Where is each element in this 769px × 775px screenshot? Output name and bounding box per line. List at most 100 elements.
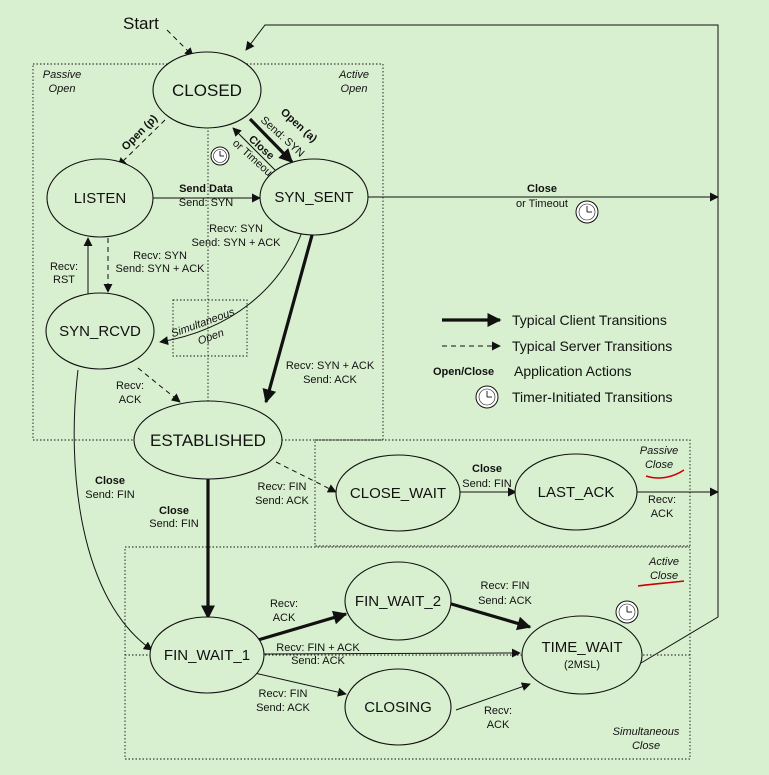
state-established-label: ESTABLISHED [150,431,266,450]
fw1-finack-label: Recv: FIN + ACK [276,642,360,654]
state-time-wait: TIME_WAIT (2MSL) [521,615,643,695]
open-p-label: Open (p) [120,112,161,153]
state-syn-sent: SYN_SENT [259,158,369,236]
active-close-label-2: Close [650,570,678,582]
active-open-label-2: Open [341,83,368,95]
state-listen: LISTEN [46,158,154,238]
state-syn-sent-label: SYN_SENT [274,189,353,206]
recv-syn-sub-label: Send: SYN + ACK [116,263,206,275]
est-close-label: Close [159,505,189,517]
passive-open-label-2: Open [49,83,76,95]
simultaneous-open-box [172,299,248,357]
state-fin-wait-1-label: FIN_WAIT_1 [164,647,250,664]
passive-close-underline [645,469,685,479]
simultaneous-close-label-2: Close [632,740,660,752]
fw1-ack-sub-label: ACK [273,612,296,624]
cw-close-sub-label: Send: FIN [462,478,512,490]
recv-rst-sub-label: RST [53,274,75,286]
passive-open-label-1: Passive [43,69,82,81]
timer-icon-closed [210,146,230,166]
state-close-wait-label: CLOSE_WAIT [350,485,446,502]
recv-synack-label: Recv: SYN + ACK [286,360,375,372]
established-to-close-wait-edge [275,461,337,493]
state-closing: CLOSING [344,668,452,746]
timer-icon-time-wait [615,600,639,624]
passive-close-label-2: Close [645,459,673,471]
last-recv-label: Recv: [648,494,676,506]
closing-ack-label: Recv: [484,705,512,717]
syn-rcvd-to-fin-wait-1-edge [73,369,153,651]
rcvd-close-label: Close [95,475,125,487]
time-wait-return-edge [245,24,719,664]
state-close-wait: CLOSE_WAIT [335,454,461,532]
recv-rst-label: Recv: [50,261,78,273]
state-fin-wait-2: FIN_WAIT_2 [344,561,452,641]
active-close-label-1: Active [648,556,679,568]
fin-wait-1-to-fin-wait-2-edge [257,610,348,642]
recv-fin-sub-label: Send: ACK [255,495,309,507]
recv-ack-label: Recv: [116,380,144,392]
state-last-ack: LAST_ACK [514,453,638,531]
passive-close-box [314,439,691,547]
state-closed-label: CLOSED [172,81,242,100]
state-fin-wait-2-label: FIN_WAIT_2 [355,593,441,610]
legend-server-label: Typical Server Transitions [512,338,672,354]
start-label: Start [123,14,159,33]
fw2-fin-label: Recv: FIN [481,580,530,592]
fw2-fin-sub-label: Send: ACK [478,595,532,607]
fw1-finack-sub-label: Send: ACK [291,655,345,667]
close-timeout-sub-label: or Timeout [516,198,568,210]
syn-sent-to-closed-edge [232,127,276,171]
active-open-label-1: Active [338,69,369,81]
passive-close-label-1: Passive [640,445,679,457]
recv-fin-label: Recv: FIN [258,481,307,493]
state-time-wait-sub-label: (2MSL) [564,659,600,671]
fin-wait-1-to-closing-edge [249,671,347,697]
fin-wait-2-to-time-wait-edge [447,601,532,631]
recv-syn-label: Recv: SYN [133,250,187,262]
closing-ack-sub-label: ACK [487,719,510,731]
fw1-ack-label: Recv: [270,598,298,610]
send-data-sub-label: Send: SYN [179,197,233,209]
closing-to-time-wait-edge [455,682,531,711]
legend: Typical Client Transitions Typical Serve… [433,312,673,409]
state-closed: CLOSED [152,51,262,129]
state-last-ack-label: LAST_ACK [538,484,615,501]
syn-rcvd-to-established-edge [137,367,181,403]
state-closing-label: CLOSING [364,699,432,716]
state-syn-rcvd-label: SYN_RCVD [59,323,141,340]
legend-client-label: Typical Client Transitions [512,312,667,328]
fw1-fin-sub-label: Send: ACK [256,702,310,714]
last-recv-sub-label: ACK [651,508,674,520]
state-fin-wait-1: FIN_WAIT_1 [149,616,265,694]
state-established: ESTABLISHED [133,400,283,480]
legend-timer-icon [475,385,499,409]
recv-syn2-sub-label: Send: SYN + ACK [192,237,282,249]
est-close-sub-label: Send: FIN [149,518,199,530]
state-listen-label: LISTEN [74,190,127,207]
rcvd-close-sub-label: Send: FIN [85,489,135,501]
active-close-underline [637,580,685,587]
start-edge [166,29,194,57]
state-syn-rcvd: SYN_RCVD [45,292,155,370]
state-time-wait-label: TIME_WAIT [541,639,622,656]
fin-wait-1-to-time-wait-edge [263,648,521,658]
simultaneous-close-label-1: Simultaneous [613,726,680,738]
legend-app-label: Application Actions [514,363,632,379]
recv-ack-sub-label: ACK [119,394,142,406]
timer-icon-syn-sent [575,200,599,224]
cw-close-label: Close [472,463,502,475]
legend-timer-label: Timer-Initiated Transitions [512,389,673,405]
legend-app-key: Open/Close [433,366,494,378]
close-timeout-label: Close [527,183,557,195]
closed-to-listen-edge [117,119,166,167]
recv-synack-sub-label: Send: ACK [303,374,357,386]
closed-to-syn-sent-edge [248,117,294,164]
recv-syn2-label: Recv: SYN [209,223,263,235]
send-data-label: Send Data [179,183,234,195]
syn-sent-to-syn-rcvd-edge [159,231,303,346]
fw1-fin-label: Recv: FIN [259,688,308,700]
syn-sent-to-established-edge [262,227,316,404]
